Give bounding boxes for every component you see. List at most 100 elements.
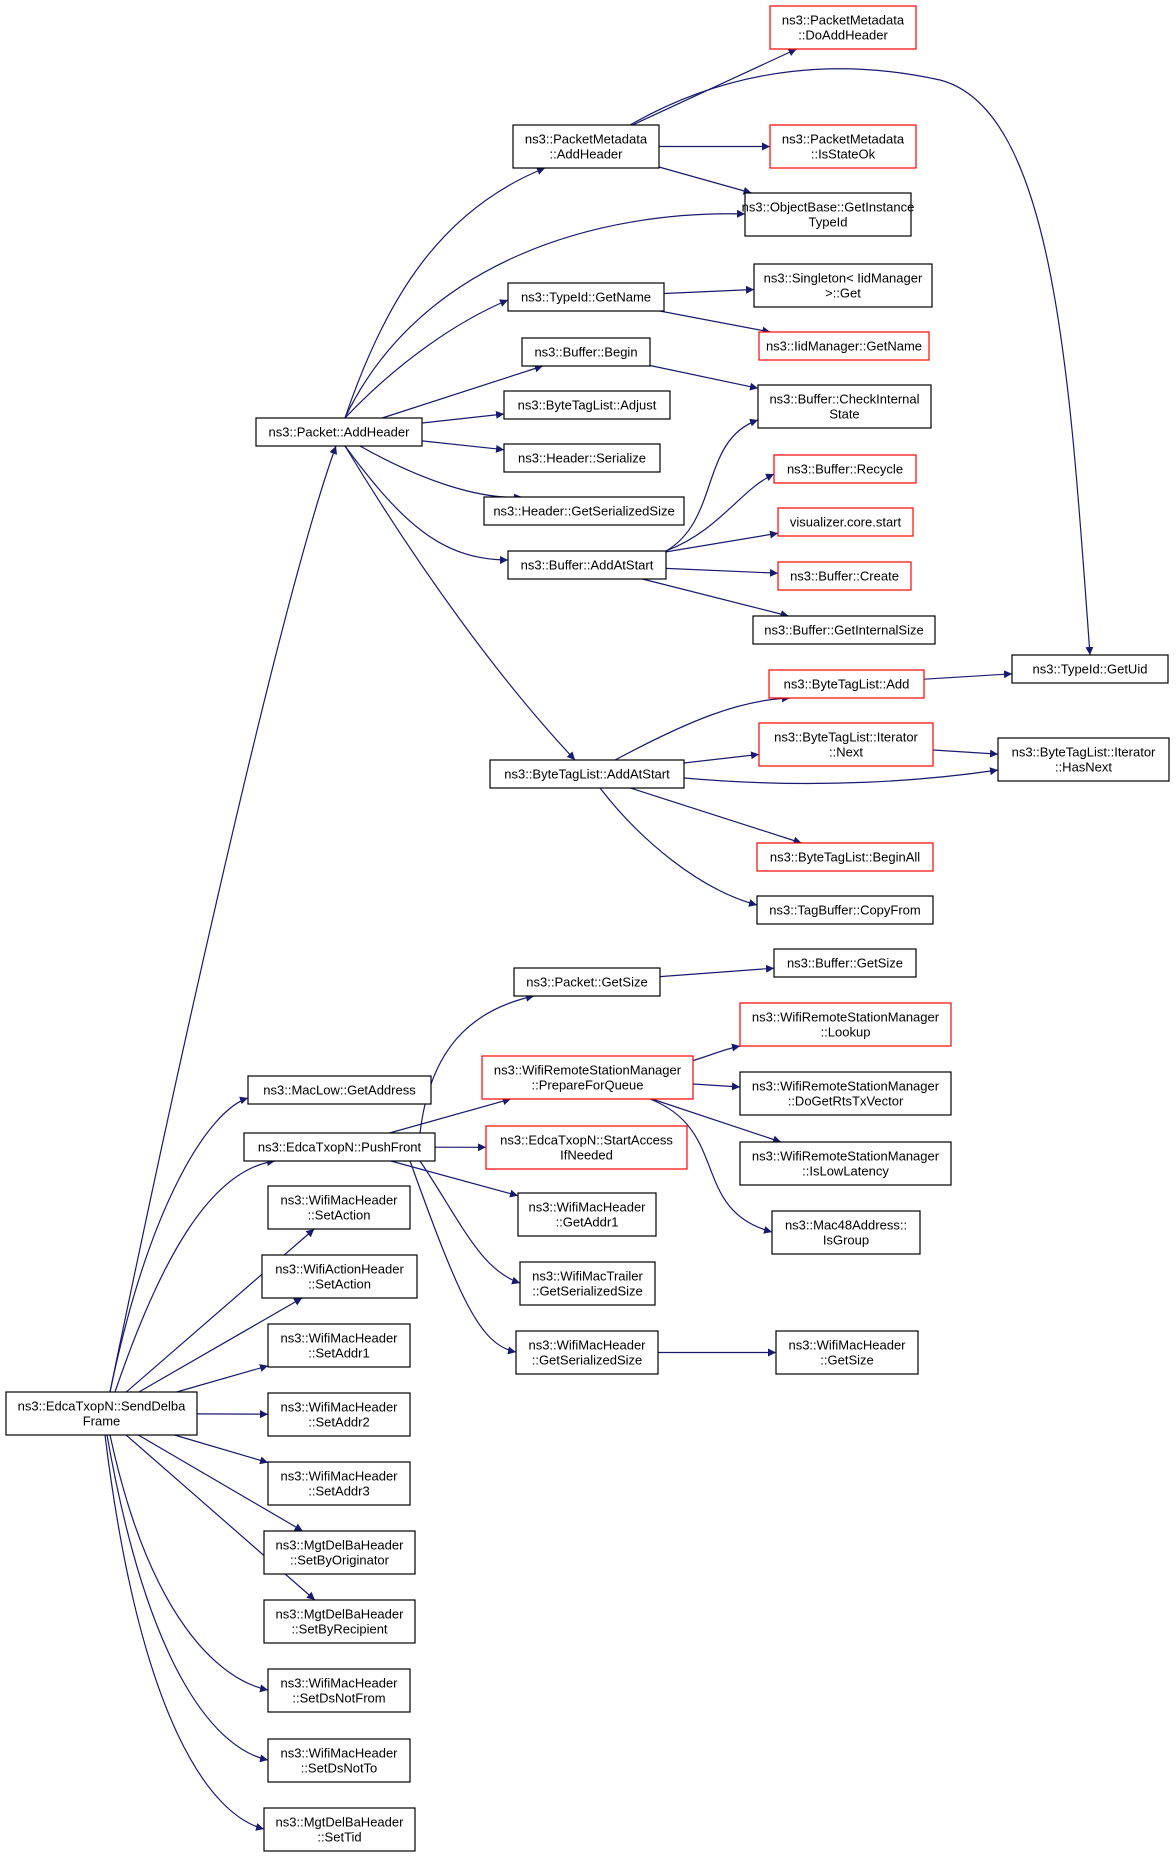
node-box[interactable] xyxy=(507,282,665,312)
node-Mac48IsGroup[interactable]: ns3::Mac48Address::IsGroup xyxy=(771,1210,921,1255)
node-box[interactable] xyxy=(997,737,1170,782)
node-TypeIdGetUid[interactable]: ns3::TypeId::GetUid xyxy=(1011,654,1169,684)
node-WMHSetDsNotTo[interactable]: ns3::WifiMacHeader::SetDsNotTo xyxy=(267,1738,411,1783)
node-box[interactable] xyxy=(739,1071,952,1116)
node-box[interactable] xyxy=(489,759,685,789)
node-box[interactable] xyxy=(507,550,667,580)
node-box[interactable] xyxy=(777,561,912,591)
node-box[interactable] xyxy=(255,417,423,447)
node-box[interactable] xyxy=(756,895,934,925)
node-box[interactable] xyxy=(519,1261,656,1306)
node-SingletonGet[interactable]: ns3::Singleton< IidManager>::Get xyxy=(753,263,933,308)
node-box[interactable] xyxy=(481,1055,694,1100)
node-MgtSetByRecipient[interactable]: ns3::MgtDelBaHeader::SetByRecipient xyxy=(263,1599,416,1644)
node-MgtSetByOriginator[interactable]: ns3::MgtDelBaHeader::SetByOriginator xyxy=(263,1530,416,1575)
node-BufferGetInternalSize[interactable]: ns3::Buffer::GetInternalSize xyxy=(752,615,936,645)
node-box[interactable] xyxy=(1011,654,1169,684)
node-VisualizerStart[interactable]: visualizer.core.start xyxy=(777,507,914,537)
node-WAHSetAction[interactable]: ns3::WifiActionHeader::SetAction xyxy=(261,1254,418,1299)
node-WMTGetSerializedSize[interactable]: ns3::WifiMacTrailer::GetSerializedSize xyxy=(519,1261,656,1306)
node-PMAddHeader[interactable]: ns3::PacketMetadata::AddHeader xyxy=(512,124,660,169)
node-box[interactable] xyxy=(515,1330,659,1375)
node-box[interactable] xyxy=(263,1807,416,1852)
node-box[interactable] xyxy=(756,842,934,872)
node-box[interactable] xyxy=(752,615,936,645)
node-BufferGetSize[interactable]: ns3::Buffer::GetSize xyxy=(773,948,917,978)
node-PMIsStateOk[interactable]: ns3::PacketMetadata::IsStateOk xyxy=(769,124,917,169)
node-box[interactable] xyxy=(775,1330,919,1375)
node-box[interactable] xyxy=(771,1210,921,1255)
node-box[interactable] xyxy=(267,1185,411,1230)
node-box[interactable] xyxy=(773,454,917,484)
node-EdcaPushFront[interactable]: ns3::EdcaTxopN::PushFront xyxy=(243,1132,436,1162)
node-box[interactable] xyxy=(758,722,934,767)
node-box[interactable] xyxy=(521,337,651,367)
node-BufferAddAtStart[interactable]: ns3::Buffer::AddAtStart xyxy=(507,550,667,580)
node-PacketAddHeader[interactable]: ns3::Packet::AddHeader xyxy=(255,417,423,447)
node-HeaderGetSerializedSize[interactable]: ns3::Header::GetSerializedSize xyxy=(483,496,685,526)
node-MgtSetTid[interactable]: ns3::MgtDelBaHeader::SetTid xyxy=(263,1807,416,1852)
node-TagBufferCopyFrom[interactable]: ns3::TagBuffer::CopyFrom xyxy=(756,895,934,925)
node-BufferRecycle[interactable]: ns3::Buffer::Recycle xyxy=(773,454,917,484)
node-box[interactable] xyxy=(757,384,932,429)
node-box[interactable] xyxy=(517,1192,657,1237)
node-box[interactable] xyxy=(769,5,917,50)
node-HeaderSerialize[interactable]: ns3::Header::Serialize xyxy=(503,443,661,473)
node-box[interactable] xyxy=(739,1141,952,1186)
node-box[interactable] xyxy=(5,1391,198,1436)
node-WMHSetAction[interactable]: ns3::WifiMacHeader::SetAction xyxy=(267,1185,411,1230)
node-ByteTagListAdd[interactable]: ns3::ByteTagList::Add xyxy=(768,669,925,699)
node-PacketGetSize[interactable]: ns3::Packet::GetSize xyxy=(513,967,661,997)
node-box[interactable] xyxy=(768,669,925,699)
node-box[interactable] xyxy=(247,1075,432,1105)
node-box[interactable] xyxy=(753,263,933,308)
node-box[interactable] xyxy=(769,124,917,169)
node-BufferCreate[interactable]: ns3::Buffer::Create xyxy=(777,561,912,591)
node-box[interactable] xyxy=(744,192,912,237)
node-box[interactable] xyxy=(739,1002,952,1047)
node-box[interactable] xyxy=(243,1132,436,1162)
node-box[interactable] xyxy=(758,331,930,361)
node-ByteTagListAddAtStart[interactable]: ns3::ByteTagList::AddAtStart xyxy=(489,759,685,789)
node-BufferBegin[interactable]: ns3::Buffer::Begin xyxy=(521,337,651,367)
node-WMHGetSerializedSize[interactable]: ns3::WifiMacHeader::GetSerializedSize xyxy=(515,1330,659,1375)
node-PMDoAddHeader[interactable]: ns3::PacketMetadata::DoAddHeader xyxy=(769,5,917,50)
node-WRSMLookup[interactable]: ns3::WifiRemoteStationManager::Lookup xyxy=(739,1002,952,1047)
node-IteratorHasNext[interactable]: ns3::ByteTagList::Iterator::HasNext xyxy=(997,737,1170,782)
node-box[interactable] xyxy=(777,507,914,537)
node-WMHSetAddr3[interactable]: ns3::WifiMacHeader::SetAddr3 xyxy=(267,1461,411,1506)
node-MacLowGetAddress[interactable]: ns3::MacLow::GetAddress xyxy=(247,1075,432,1105)
node-box[interactable] xyxy=(503,443,661,473)
node-box[interactable] xyxy=(267,1461,411,1506)
node-WMHGetSize[interactable]: ns3::WifiMacHeader::GetSize xyxy=(775,1330,919,1375)
node-IteratorNext[interactable]: ns3::ByteTagList::Iterator::Next xyxy=(758,722,934,767)
node-box[interactable] xyxy=(267,1668,411,1713)
node-box[interactable] xyxy=(773,948,917,978)
node-box[interactable] xyxy=(263,1599,416,1644)
node-ByteTagListBeginAll[interactable]: ns3::ByteTagList::BeginAll xyxy=(756,842,934,872)
node-WRSMPrepareForQueue[interactable]: ns3::WifiRemoteStationManager::PrepareFo… xyxy=(481,1055,694,1100)
node-box[interactable] xyxy=(483,496,685,526)
node-box[interactable] xyxy=(267,1392,411,1437)
node-WMHSetAddr2[interactable]: ns3::WifiMacHeader::SetAddr2 xyxy=(267,1392,411,1437)
node-WRSMIsLowLatency[interactable]: ns3::WifiRemoteStationManager::IsLowLate… xyxy=(739,1141,952,1186)
node-IidManagerGetName[interactable]: ns3::IidManager::GetName xyxy=(758,331,930,361)
node-WRSMDoGetRtsTxVector[interactable]: ns3::WifiRemoteStationManager::DoGetRtsT… xyxy=(739,1071,952,1116)
node-box[interactable] xyxy=(485,1125,688,1170)
node-WMHGetAddr1[interactable]: ns3::WifiMacHeader::GetAddr1 xyxy=(517,1192,657,1237)
node-box[interactable] xyxy=(513,967,661,997)
node-box[interactable] xyxy=(263,1530,416,1575)
node-WMHSetAddr1[interactable]: ns3::WifiMacHeader::SetAddr1 xyxy=(267,1323,411,1368)
node-box[interactable] xyxy=(261,1254,418,1299)
node-TypeIdGetName[interactable]: ns3::TypeId::GetName xyxy=(507,282,665,312)
node-box[interactable] xyxy=(512,124,660,169)
node-WMHSetDsNotFrom[interactable]: ns3::WifiMacHeader::SetDsNotFrom xyxy=(267,1668,411,1713)
node-box[interactable] xyxy=(267,1738,411,1783)
node-box[interactable] xyxy=(503,390,671,420)
node-box[interactable] xyxy=(267,1323,411,1368)
node-ByteTagListAdjust[interactable]: ns3::ByteTagList::Adjust xyxy=(503,390,671,420)
